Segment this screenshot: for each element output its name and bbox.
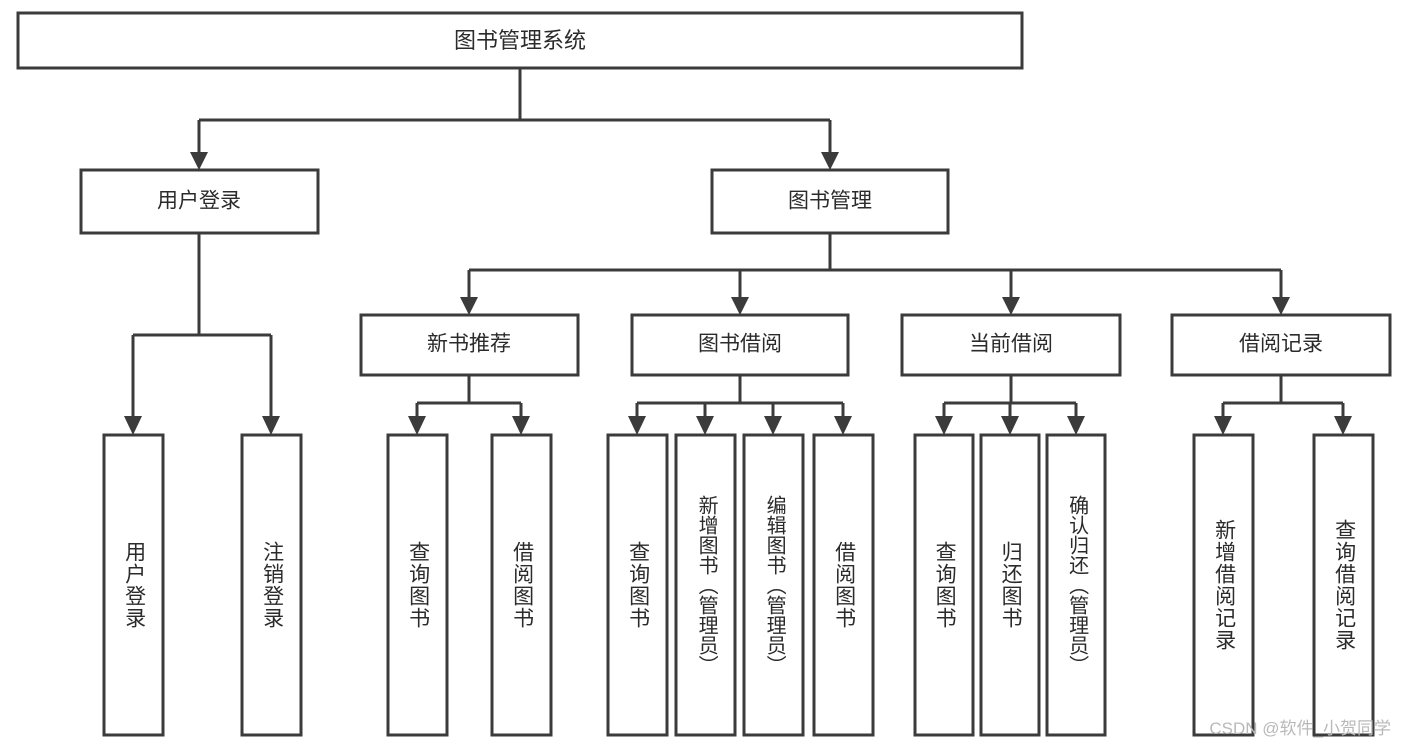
node-book-borrow[interactable]	[630, 313, 850, 377]
arrow-to-leaf-user-login	[124, 416, 142, 435]
node-root-label: 图书管理系统	[454, 28, 586, 53]
arrow-to-leaf-borrow-1	[628, 416, 646, 435]
arrow-to-borrow-record	[1272, 297, 1290, 315]
arrow-to-leaf-current-2	[1001, 416, 1019, 435]
arrow-to-leaf-borrow-2	[696, 416, 714, 435]
arrow-to-leaf-record-2	[1334, 416, 1352, 435]
node-borrow-record-label: 借阅记录	[1239, 333, 1323, 356]
leaf-box-current-confirm-return[interactable]	[1045, 433, 1107, 737]
arrow-to-current-borrow	[1002, 297, 1020, 315]
leaf-box-borrow-add-book[interactable]	[674, 433, 737, 737]
leaf-box-user-login-logout[interactable]	[240, 433, 303, 737]
leaf-box-record-add-record[interactable]	[1192, 433, 1255, 737]
node-book-management-label: 图书管理	[788, 190, 872, 213]
leaf-box-record-query-record[interactable]	[1312, 433, 1375, 737]
leaf-box-recommend-borrow-book[interactable]	[490, 433, 553, 737]
arrow-to-book-manage	[821, 152, 839, 170]
leaf-box-borrow-edit-book[interactable]	[742, 433, 805, 737]
arrow-to-leaf-borrow-3	[764, 416, 782, 435]
leaf-box-user-login-login[interactable]	[102, 433, 165, 737]
node-layer: 图书管理系统 用户登录 图书管理 新书推荐 图书借阅 当前借阅 借阅记录	[16, 11, 1392, 737]
arrow-to-user-login	[190, 152, 208, 170]
leaf-box-borrow-query-book[interactable]	[606, 433, 669, 737]
arrow-to-leaf-borrow-4	[834, 416, 852, 435]
arrow-to-leaf-record-1	[1214, 416, 1232, 435]
arrow-to-leaf-current-1	[935, 416, 953, 435]
connector-layer	[124, 68, 1352, 435]
leaf-box-borrow-borrow-book[interactable]	[812, 433, 875, 737]
node-new-book-recommend[interactable]	[359, 313, 580, 377]
node-user-login[interactable]	[79, 168, 320, 235]
node-current-borrow[interactable]	[900, 313, 1122, 377]
node-borrow-record[interactable]	[1170, 313, 1392, 377]
arrow-to-book-borrow	[731, 297, 749, 315]
arrow-to-leaf-recommend-1	[408, 416, 426, 435]
node-user-login-label: 用户登录	[157, 190, 241, 213]
node-book-management[interactable]	[710, 168, 950, 235]
arrow-to-leaf-recommend-2	[512, 416, 530, 435]
arrow-to-new-book-recommend	[460, 297, 478, 315]
node-book-borrow-label: 图书借阅	[698, 333, 782, 356]
node-new-book-recommend-label: 新书推荐	[427, 333, 511, 356]
leaf-box-current-query-book[interactable]	[913, 433, 975, 737]
node-root-book-management-system[interactable]	[16, 11, 1024, 70]
leaf-box-current-return-book[interactable]	[979, 433, 1041, 737]
arrow-to-leaf-logout	[262, 416, 280, 435]
arrow-to-leaf-current-3	[1067, 416, 1085, 435]
node-current-borrow-label: 当前借阅	[969, 333, 1053, 356]
leaf-box-recommend-query-book[interactable]	[386, 433, 449, 737]
